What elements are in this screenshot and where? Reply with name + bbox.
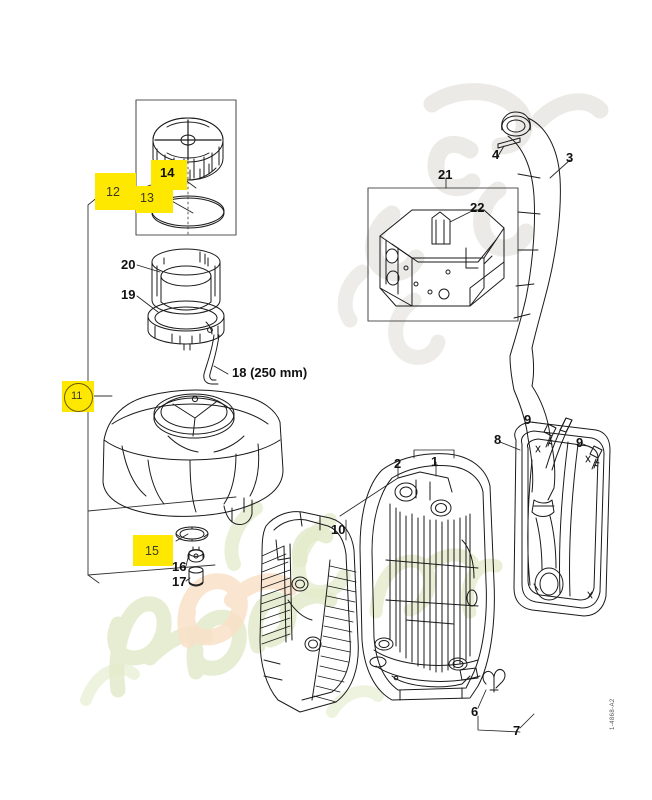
highlight-13: [136, 186, 173, 213]
highlight-12: [95, 173, 136, 210]
shroud-10: [259, 511, 359, 713]
drawing-code: 1-4868-A2: [610, 698, 616, 730]
strap-pin: [497, 137, 521, 149]
callout-21: 21: [438, 167, 453, 182]
tank-body: [102, 389, 284, 525]
callout-8: 8: [494, 432, 502, 447]
callout-17: 17: [172, 574, 187, 589]
callout-19: 19: [121, 287, 136, 302]
filter-basket: [151, 248, 221, 315]
shoulder-strap: [501, 111, 573, 601]
carrier-tray: [379, 209, 505, 307]
callout-20: 20: [121, 257, 136, 272]
callout-9-upper: 9: [524, 412, 532, 427]
leader-lines: [135, 145, 593, 733]
callout-11: 11: [71, 390, 83, 402]
callout-14: 14: [160, 165, 175, 180]
callout-4: 4: [492, 147, 500, 162]
callout-6: 6: [471, 704, 479, 719]
callout-2: 2: [394, 456, 402, 471]
back-pad: [513, 421, 611, 617]
screw-9-lower: [589, 445, 603, 470]
sleeve-17: [188, 566, 204, 587]
callout-13: 13: [140, 191, 154, 205]
callout-22: 22: [470, 200, 485, 215]
back-plate: [359, 453, 495, 701]
hose-18: [203, 334, 220, 385]
bracket-1: [413, 449, 455, 459]
callout-16: 16: [172, 559, 187, 574]
callout-9-lower: 9: [576, 435, 584, 450]
callout-12: 12: [106, 185, 120, 199]
highlight-15: [133, 535, 173, 566]
valve-16: [187, 546, 205, 563]
clip-6: [482, 669, 506, 693]
highlight-14: [151, 160, 187, 190]
cap-inset-frame: [135, 99, 237, 236]
callout-7: 7: [513, 723, 521, 738]
tray-inset-frame: [367, 187, 519, 322]
callout-1: 1: [431, 454, 439, 469]
gasket-15: [175, 526, 209, 542]
collar-ring: [147, 300, 225, 351]
callout-3: 3: [566, 150, 574, 165]
callout-11-circle: [64, 383, 93, 412]
callout-18: 18 (250 mm): [232, 365, 308, 380]
callout-10: 10: [331, 522, 346, 537]
screw-9-upper: [543, 423, 557, 448]
callout-15: 15: [145, 544, 159, 558]
